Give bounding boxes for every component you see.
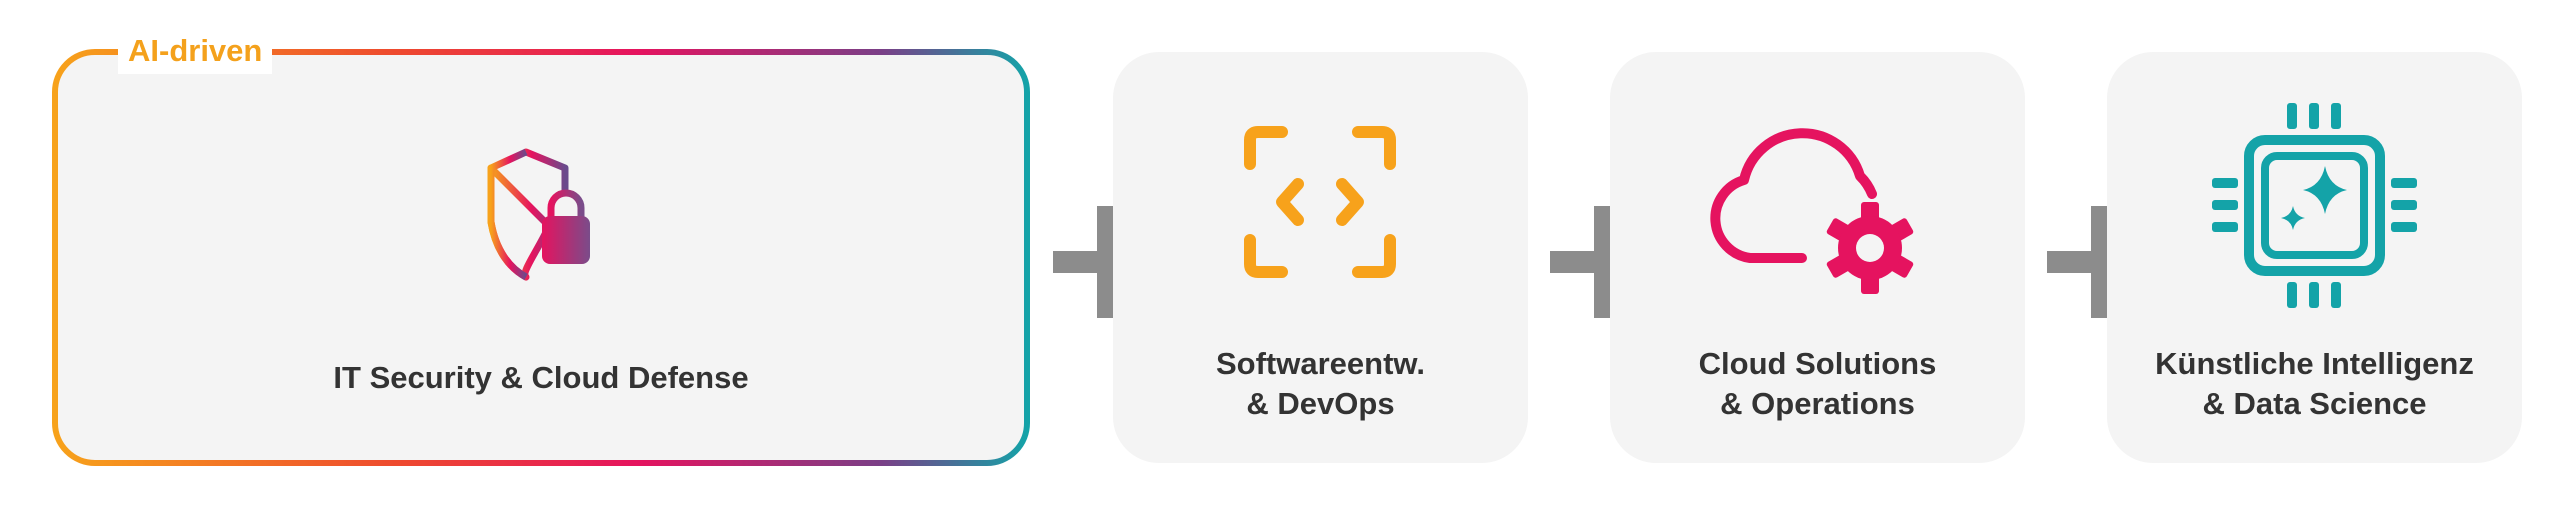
card-label-line: IT Security & Cloud Defense — [333, 360, 749, 395]
shield-lock-icon — [487, 148, 590, 281]
card-label-line: & Data Science — [2202, 386, 2427, 421]
card-label-line: Künstliche Intelligenz — [2155, 346, 2474, 381]
card-label-line: & Operations — [1720, 386, 1915, 421]
code-brackets-icon — [1244, 126, 1396, 278]
cloud-gear-icon — [1710, 128, 1914, 294]
card-label-line: Softwareentw. — [1216, 346, 1425, 381]
card-label: Softwareentw. & DevOps — [1113, 344, 1528, 424]
card-ai-data[interactable]: Künstliche Intelligenz & Data Science — [2107, 52, 2522, 463]
card-label: Künstliche Intelligenz & Data Science — [2107, 344, 2522, 424]
card-it-security[interactable]: IT Security & Cloud Defense — [55, 52, 1027, 463]
card-label: Cloud Solutions & Operations — [1610, 344, 2025, 424]
card-label-line: Cloud Solutions — [1698, 346, 1937, 381]
card-cloud-ops[interactable]: Cloud Solutions & Operations — [1610, 52, 2025, 463]
ai-chip-icon — [2212, 103, 2417, 308]
ai-driven-badge: AI-driven — [118, 28, 273, 74]
card-label-line: & DevOps — [1246, 386, 1395, 421]
card-label: IT Security & Cloud Defense — [55, 358, 1027, 398]
card-software-devops[interactable]: Softwareentw. & DevOps — [1113, 52, 1528, 463]
